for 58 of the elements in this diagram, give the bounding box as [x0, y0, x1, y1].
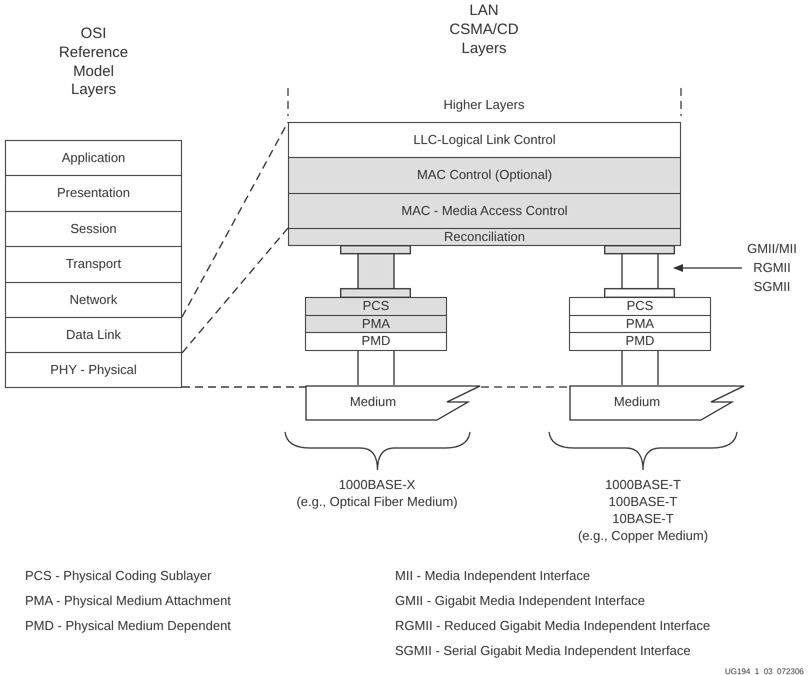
dashed-connector-line — [182, 228, 288, 354]
layer-box — [5, 352, 182, 388]
abbreviation-note: RGMII - Reduced Gigabit Media Independent Interface — [395, 618, 710, 633]
standard-label: 10BASE-T — [612, 511, 674, 526]
layer-label: Network — [70, 292, 118, 308]
abbreviation-note: MII - Media Independent Interface — [395, 568, 590, 583]
layer-box — [288, 228, 681, 246]
standard-label: 100BASE-T — [608, 494, 678, 509]
layer-box — [5, 317, 182, 353]
arrow — [673, 264, 742, 272]
layer-label: MAC - Media Access Control — [401, 204, 568, 218]
layer-label: PMA — [626, 316, 654, 332]
connector-pipe — [621, 350, 659, 386]
interface-label: GMII/MII RGMII SGMII — [746, 240, 798, 296]
layer-label: PCS — [626, 299, 654, 314]
layer-label: Presentation — [57, 186, 130, 201]
column-heading: LAN CSMA/CD Layers — [448, 2, 520, 58]
layer-label: Application — [62, 150, 126, 166]
layer-label: LLC-Logical Link Control — [413, 132, 556, 148]
layer-box — [288, 157, 681, 194]
medium-example-note: (e.g., Optical Fiber Medium) — [296, 494, 458, 509]
medium-label: Medium — [612, 395, 662, 410]
abbreviation-note: SGMII - Serial Gigabit Media Independent Interface — [395, 643, 691, 658]
layer-label: Session — [70, 222, 117, 236]
layer-box — [288, 122, 681, 158]
layer-box — [305, 315, 447, 333]
layer-box — [305, 297, 447, 316]
abbreviation-note: PCS - Physical Coding Sublayer — [25, 568, 212, 583]
connector-pipe — [357, 350, 395, 386]
layer-label: PMA — [362, 316, 390, 332]
standard-label: 1000BASE-X — [338, 477, 416, 492]
layer-box — [5, 140, 182, 176]
layer-box — [569, 315, 711, 333]
layer-label: PMD — [626, 334, 654, 349]
layer-label: PCS — [362, 299, 390, 314]
layer-box — [569, 297, 711, 316]
abbreviation-note: PMD - Physical Medium Dependent — [25, 618, 231, 633]
medium-label: Medium — [348, 395, 398, 410]
layer-box — [5, 282, 182, 318]
abbreviation-note: GMII - Gigabit Media Independent Interface — [395, 593, 646, 608]
abbreviation-note: PMA - Physical Medium Attachment — [25, 593, 231, 608]
layer-label: Data Link — [66, 328, 121, 342]
medium-example-note: (e.g., Copper Medium) — [578, 528, 708, 543]
layer-label: Reconciliation — [444, 230, 525, 244]
layer-label: PHY - Physical — [50, 362, 137, 378]
layer-box — [305, 332, 447, 351]
layer-box — [569, 332, 711, 351]
layer-box — [5, 211, 182, 247]
layer-box — [288, 193, 681, 229]
layer-box — [5, 175, 182, 212]
layer-label: MAC Control (Optional) — [416, 168, 552, 183]
layer-label: PMD — [362, 334, 390, 349]
layer-label: Higher Layers — [444, 97, 524, 112]
column-heading: OSI Reference Model Layers — [58, 25, 130, 100]
standard-label: 1000BASE-T — [605, 477, 681, 492]
layer-box — [5, 246, 182, 283]
dashed-connector-line — [181, 122, 289, 318]
layer-label: Transport — [66, 257, 122, 272]
